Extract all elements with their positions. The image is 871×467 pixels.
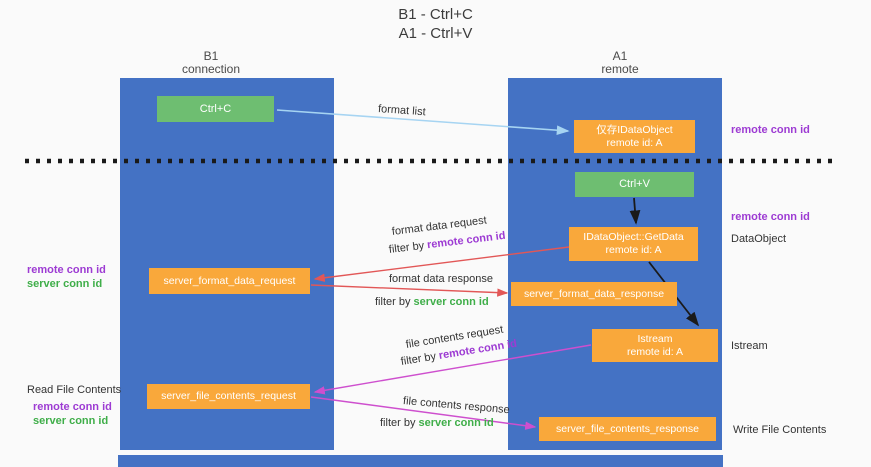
server-format-data-response-label: server_format_data_response [523, 287, 665, 300]
getdata-line1: IDataObject::GetData [583, 231, 684, 243]
stored-dataobject-box: 仅存IDataObject remote id: A [574, 120, 695, 153]
server-format-data-request-label: server_format_data_request [163, 274, 296, 287]
istream-line1: Istream [637, 332, 673, 345]
left-server-conn-id-label-2: server conn id [33, 415, 109, 427]
title-line-2: A1 - Ctrl+V [398, 25, 473, 42]
right-remote-conn-id-top-label: remote conn id [731, 124, 810, 136]
stored-dataobject-line1: 仅存IDataObject [596, 123, 673, 136]
dataobject-label: DataObject [731, 233, 787, 245]
file-contents-response-label: file contents response [402, 395, 511, 417]
server-file-contents-response-label: server_file_contents_response [555, 422, 699, 435]
server-file-contents-request-box: server_file_contents_request [147, 384, 310, 409]
lane-a1-subtitle: remote [601, 62, 639, 76]
server-file-contents-response-box: server_file_contents_response [539, 417, 716, 441]
ctrl-v-box: Ctrl+V [575, 172, 694, 197]
write-file-contents-label: Write File Contents [733, 424, 827, 436]
server-format-data-response-box: server_format_data_response [511, 282, 677, 306]
left-remote-conn-id-label-1: remote conn id [27, 264, 106, 276]
format-list-label: format list [377, 103, 427, 119]
filter-by-text: filter by [375, 296, 411, 308]
lane-b1-subtitle: connection [181, 62, 241, 76]
server-conn-id-text: server conn id [413, 296, 489, 308]
ctrl-v-label: Ctrl+V [619, 178, 650, 190]
right-remote-conn-id-mid-label: remote conn id [731, 211, 810, 223]
istream-box: Istream remote id: A [592, 329, 718, 362]
bottom-bar [118, 455, 723, 467]
stored-dataobject-line2: remote id: A [606, 136, 663, 149]
format-data-response-label: format data response [389, 273, 493, 285]
lane-a1-title: A1 [612, 49, 628, 63]
diagram-title: B1 - Ctrl+C A1 - Ctrl+V [0, 5, 871, 43]
istream-line2: remote id: A [626, 345, 684, 358]
lane-b1-title: B1 [203, 49, 219, 63]
left-server-conn-id-label-1: server conn id [27, 278, 103, 290]
getdata-box: IDataObject::GetData remote id: A [569, 227, 698, 261]
lane-header-a1: A1 remote [529, 50, 711, 76]
server-file-contents-request-label: server_file_contents_request [161, 390, 296, 402]
filter-by-text: filter by [380, 417, 416, 429]
filter-by-text: filter by [388, 239, 425, 256]
read-file-contents-label: Read File Contents [27, 384, 122, 396]
format-data-response-arrow [310, 284, 509, 297]
lane-header-b1: B1 connection [120, 50, 302, 76]
ctrl-c-box: Ctrl+C [157, 96, 274, 122]
server-conn-id-text: server conn id [418, 417, 494, 429]
title-line-1: B1 - Ctrl+C [398, 6, 473, 23]
istream-side-label: Istream [731, 340, 768, 352]
left-remote-conn-id-label-2: remote conn id [33, 401, 112, 413]
server-format-data-request-box: server_format_data_request [149, 268, 310, 294]
ctrl-c-label: Ctrl+C [199, 102, 232, 115]
filter-by-text: filter by [399, 350, 437, 368]
getdata-line2: remote id: A [605, 244, 662, 256]
